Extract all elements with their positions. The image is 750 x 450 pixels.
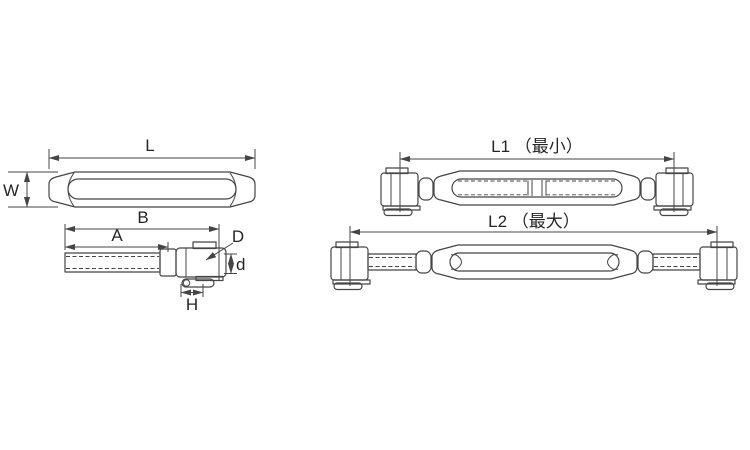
jaw-bolt-view: B A D d H [64,208,245,314]
label-jaw-opening-width: H [186,295,198,314]
closed-assembly-view: L1 （最小） [380,137,694,217]
open-assembly-view: L2 （最大） [330,212,738,291]
body-view: L W [3,136,256,208]
right-jaw-extended [699,246,738,281]
label-pin-hole-diameter: d [236,255,245,274]
label-jaw-bolt-overall: B [137,208,148,227]
label-thread-length: A [111,226,123,245]
label-assembled-max-length: L2 （最大） [488,212,580,231]
label-body-length: L [145,136,154,155]
threaded-rod [64,252,161,273]
label-assembled-min-length: L1 （最小） [491,137,583,156]
right-extended-rod [652,253,701,271]
label-body-width: W [3,181,19,200]
body-slot [67,178,237,200]
pin-head [192,241,217,250]
label-pin-diameter: D [232,227,244,246]
cotter-pin [181,278,215,288]
closed-body-outline [433,170,641,206]
rod-collar [159,248,177,277]
left-extended-rod [367,253,417,271]
open-body-outline [431,244,638,280]
turnbuckle-body-outline [48,171,256,208]
